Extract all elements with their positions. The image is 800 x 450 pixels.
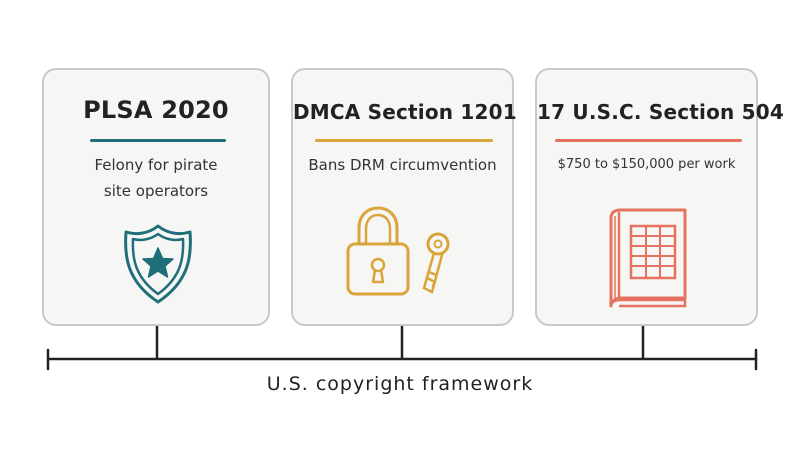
title-underline — [315, 139, 493, 142]
card-description: Felony for pirate site operators — [94, 156, 218, 200]
card-usc-504: 17 U.S.C. Section 504 $750 to $150,000 p… — [535, 68, 785, 326]
card-description: $750 to $150,000 per work — [557, 157, 736, 172]
card-description: Bans DRM circumvention — [308, 156, 497, 174]
card-title: 17 U.S.C. Section 504 — [537, 100, 785, 124]
card-plsa-2020: PLSA 2020 Felony for pirate site operato… — [42, 68, 270, 326]
card-dmca-1201: DMCA Section 1201 Bans DRM circumvention — [291, 68, 517, 326]
padlock-icon — [346, 206, 410, 296]
title-underline — [555, 139, 742, 142]
card-title: PLSA 2020 — [83, 96, 229, 124]
police-badge-icon — [124, 224, 192, 304]
title-underline — [90, 139, 226, 142]
card-title: DMCA Section 1201 — [293, 100, 517, 124]
key-icon — [422, 232, 450, 294]
timeline-label: U.S. copyright framework — [266, 373, 534, 395]
ledger-book-icon — [609, 208, 687, 308]
